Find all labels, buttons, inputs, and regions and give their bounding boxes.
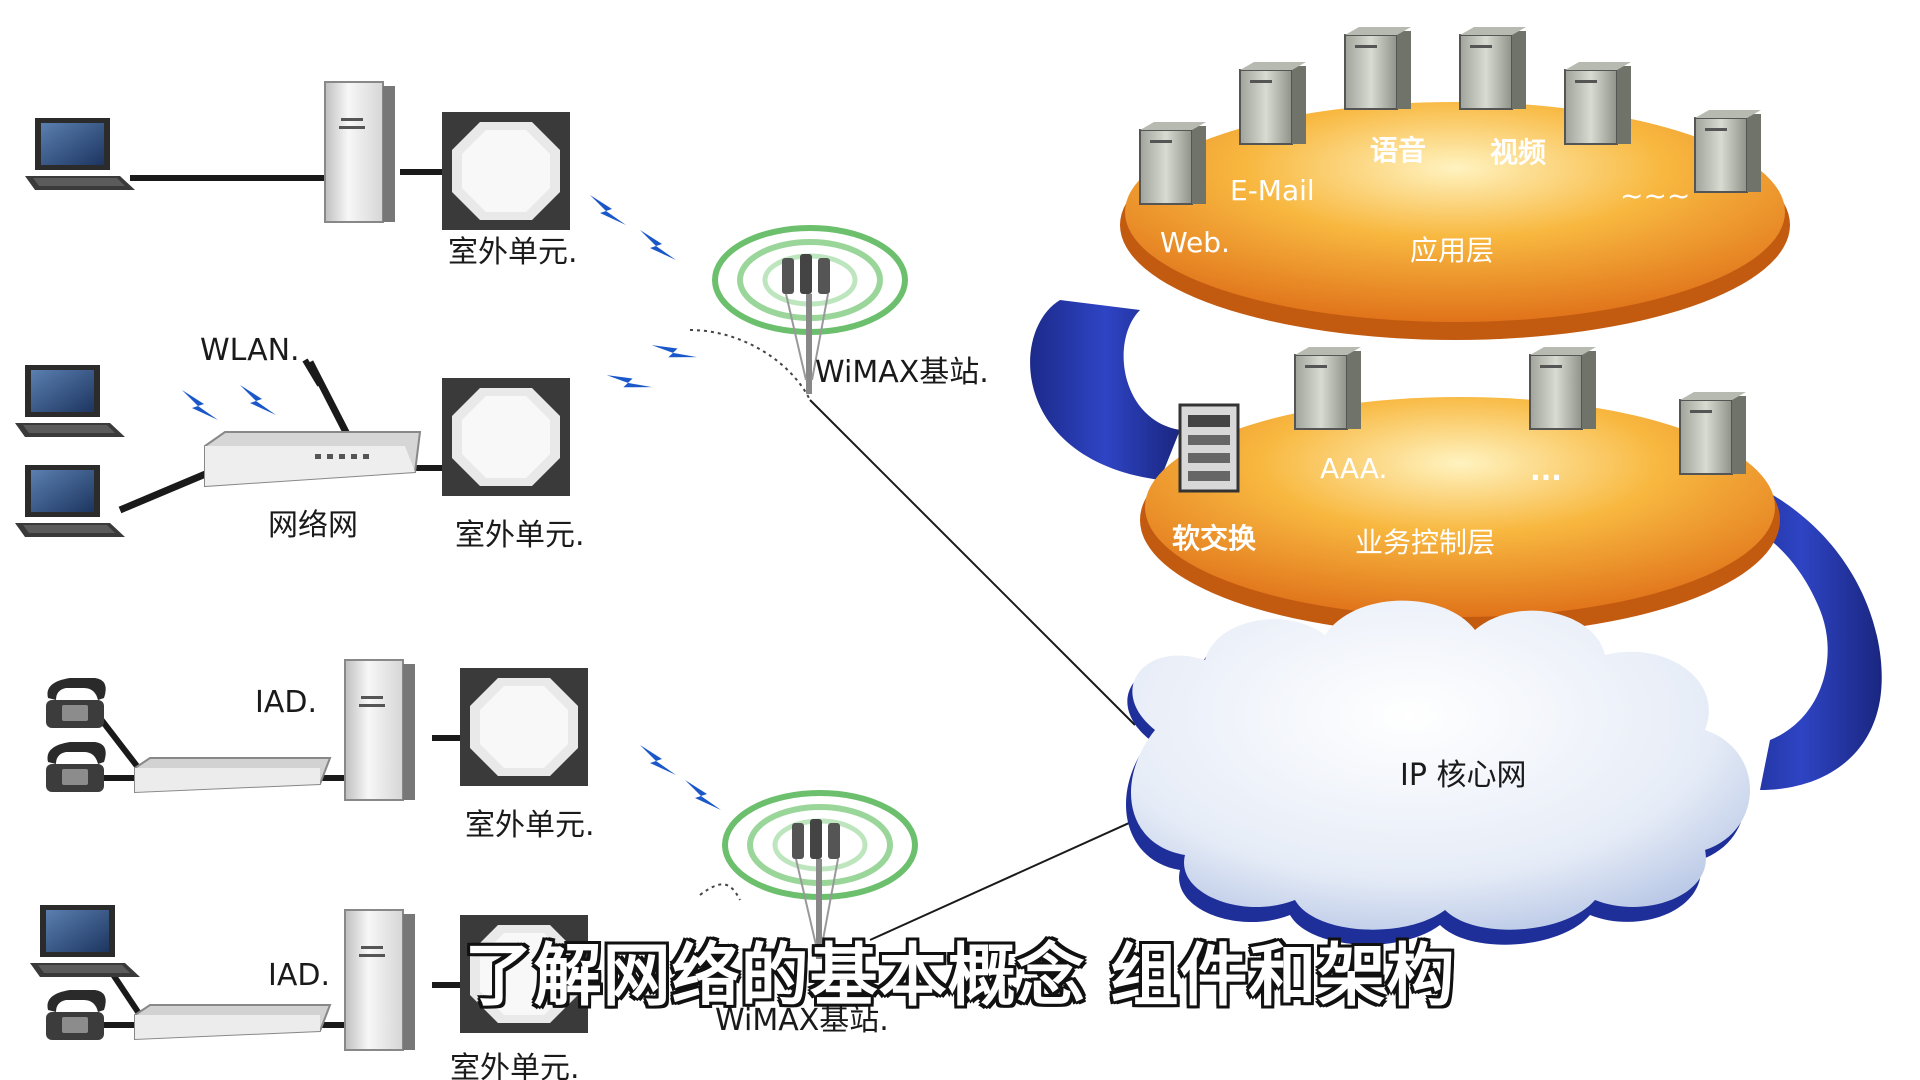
softswitch-label: 软交换 — [1172, 522, 1257, 555]
aaa-label: AAA. — [1320, 452, 1387, 485]
server-icon — [1294, 346, 1362, 430]
ip-core-cloud — [1126, 600, 1750, 945]
antenna-panel-icon — [442, 378, 570, 496]
server-icon — [1529, 346, 1597, 430]
outdoor-tower-icon — [324, 81, 396, 223]
wireless-signals — [182, 195, 811, 901]
odu-label: 室外单元. — [450, 1051, 580, 1080]
control-servers — [1178, 346, 1747, 493]
email-label: E-Mail — [1230, 174, 1315, 207]
video-label: 视频 — [1490, 136, 1546, 169]
server-icon — [1564, 61, 1632, 145]
ellipsis-label: ... — [1530, 454, 1562, 487]
iad-device-icon — [134, 1004, 332, 1041]
laptop-icon — [25, 118, 135, 190]
iad-device-icon — [134, 757, 332, 794]
lightning-icon — [182, 390, 218, 420]
outdoor-tower-icon — [344, 659, 416, 801]
web-label: Web. — [1160, 226, 1230, 259]
lightning-icon — [640, 745, 676, 775]
row-4 — [30, 905, 588, 1051]
wlan-label: WLAN. — [200, 333, 300, 368]
server-icon — [1459, 26, 1527, 110]
server-icon — [1694, 109, 1762, 193]
server-icon — [1239, 61, 1307, 145]
control-layer-label: 业务控制层 — [1355, 526, 1495, 559]
lightning-icon — [590, 195, 626, 225]
server-icon — [1344, 26, 1412, 110]
server-icon — [1139, 121, 1207, 205]
lightning-icon — [685, 780, 721, 810]
gateway-icon — [204, 431, 422, 488]
lightning-icon — [240, 385, 276, 415]
lightning-icon — [651, 329, 698, 373]
odu-label: 室外单元. — [455, 518, 585, 553]
app-layer-label: 应用层 — [1410, 234, 1494, 267]
phone-icon — [46, 678, 106, 728]
server-icon — [1679, 391, 1747, 475]
base-station-label: WiMAX基站. — [715, 1003, 889, 1038]
row-1 — [25, 81, 570, 230]
base-station-label: WiMAX基站. — [815, 355, 989, 390]
core-ring — [1030, 300, 1882, 790]
odu-label: 室外单元. — [465, 808, 595, 843]
video-subtitle: 了解网络的基本概念 组件和架构 — [464, 937, 1456, 1016]
ip-core-label: IP 核心网 — [1400, 758, 1526, 793]
phone-icon — [46, 742, 106, 792]
laptop-icon — [15, 465, 125, 537]
service-control-layer — [1140, 397, 1780, 635]
application-layer — [1120, 102, 1790, 340]
antenna-panel-icon — [442, 112, 570, 230]
ellipsis-label: ~~~ — [1620, 179, 1690, 212]
softswitch-icon — [1178, 403, 1240, 493]
odu-label: 室外单元. — [448, 235, 578, 270]
laptop-icon — [15, 365, 125, 437]
iad-label: IAD. — [255, 685, 317, 720]
iad-label: IAD. — [268, 958, 330, 993]
row-3 — [46, 659, 588, 801]
antenna-panel-icon — [460, 668, 588, 786]
row-2 — [15, 365, 570, 537]
lightning-icon — [640, 230, 676, 260]
links — [90, 169, 1181, 1028]
voice-label: 语音 — [1370, 134, 1426, 167]
gateway-label: 网络网 — [268, 508, 358, 543]
lightning-icon — [606, 359, 653, 403]
labels: 室外单元. WLAN. 网络网 室外单元. IAD. 室外单元. IAD. 室外… — [200, 134, 1690, 1080]
